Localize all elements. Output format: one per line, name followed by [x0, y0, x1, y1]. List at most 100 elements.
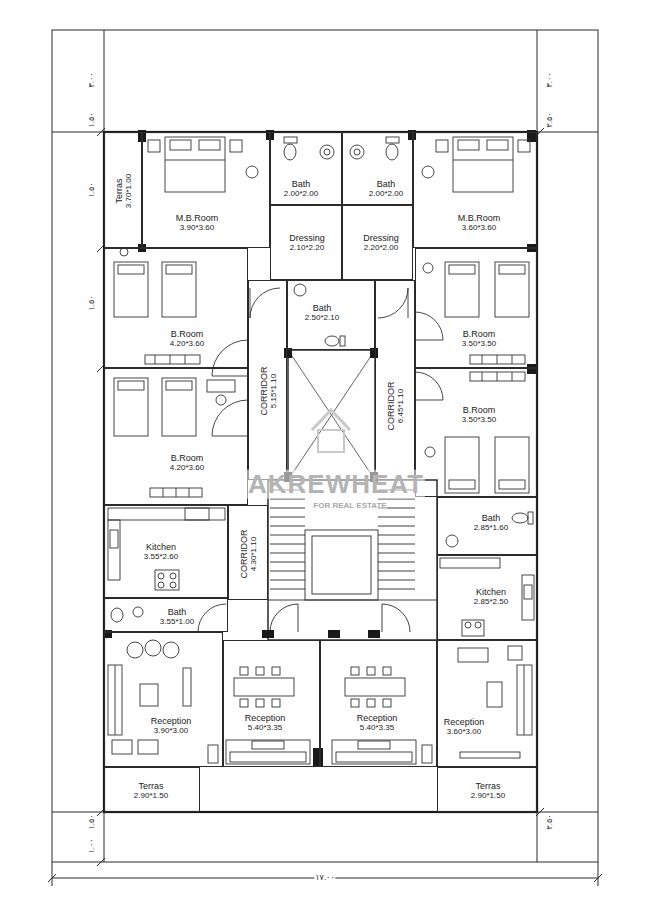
furniture	[189, 488, 190, 497]
columns	[313, 748, 323, 766]
stair-well	[270, 580, 305, 581]
stair-well	[378, 580, 415, 581]
room-size: 3.90*3.00	[151, 727, 192, 736]
furniture	[458, 648, 488, 662]
furniture	[115, 665, 116, 735]
furniture	[324, 149, 330, 155]
furniture	[165, 160, 225, 161]
room-size: 3.55*1.00	[160, 618, 194, 627]
furniture	[465, 622, 471, 628]
stair-well	[378, 544, 415, 545]
stair-well	[378, 499, 415, 500]
furniture	[272, 699, 280, 707]
furniture	[449, 480, 475, 489]
room-name: Reception	[444, 717, 485, 727]
stair-well	[382, 604, 410, 632]
room-label: B.Room3.50*3.50	[461, 329, 497, 349]
room-label: Terras3.70*1.00	[114, 173, 134, 209]
stair-well	[378, 589, 415, 590]
furniture	[512, 372, 513, 381]
furniture	[423, 263, 433, 273]
room-box: B.Room4.20*3.60	[104, 368, 248, 505]
furniture	[415, 400, 443, 401]
furniture	[408, 288, 409, 318]
furniture	[155, 570, 179, 590]
room-box: Bath2.00*2.00	[342, 132, 413, 205]
stair-well	[270, 604, 298, 632]
room-label: B.Room4.20*3.60	[169, 329, 205, 349]
furniture	[118, 381, 144, 390]
furniture	[118, 265, 144, 274]
watermark: AKREWHEAT	[247, 470, 425, 499]
furniture	[114, 262, 148, 317]
room-label: Terras2.90*1.50	[133, 781, 169, 801]
furniture	[138, 740, 158, 754]
furniture	[108, 508, 225, 520]
room-size: 3.50*3.50	[462, 340, 496, 349]
furniture	[351, 667, 359, 675]
furniture	[162, 262, 196, 317]
site-lines	[52, 30, 598, 862]
room-size: 4.20*3.60	[170, 340, 204, 349]
furniture	[462, 620, 484, 636]
room-box: Dressing2.20*2.00	[342, 205, 413, 280]
room-size: 3.50*3.50	[462, 416, 496, 425]
furniture	[240, 699, 248, 707]
furniture	[212, 436, 248, 437]
room-name: B.Room	[170, 329, 204, 339]
room-label: CORRIDOR4.30*1.10	[239, 529, 259, 580]
columns	[368, 630, 380, 638]
furniture	[345, 678, 405, 696]
furniture	[383, 699, 391, 707]
furniture	[436, 140, 448, 152]
room-name: B.Room	[462, 405, 496, 415]
room-name: Bath	[474, 513, 508, 523]
stair-well	[305, 530, 378, 600]
furniture	[199, 140, 220, 150]
room-box: Bath2.85*1.60	[437, 497, 537, 555]
room-box: Bath2.00*2.00	[270, 132, 342, 205]
furniture	[495, 262, 529, 317]
furniture	[522, 575, 534, 620]
room-label: Bath2.85*1.60	[473, 513, 509, 533]
furniture	[518, 140, 530, 152]
furniture	[475, 622, 481, 628]
room-label: B.Room4.20*3.60	[169, 453, 205, 473]
room-box: Terras2.90*1.50	[104, 767, 200, 812]
room-box: M.B.Room3.60*3.60	[413, 132, 537, 248]
furniture	[212, 340, 248, 376]
furniture	[166, 265, 192, 274]
furniture	[460, 752, 520, 758]
room-box: CORRIDOR4.30*1.10	[228, 505, 268, 600]
furniture	[246, 166, 258, 178]
furniture	[108, 665, 122, 735]
room-name: CORRIDOR	[239, 530, 249, 579]
furniture	[185, 355, 186, 364]
dimension-label: ٣.٠٠	[546, 71, 555, 88]
room-size: 3.55*2.60	[144, 553, 178, 562]
furniture	[110, 530, 118, 548]
furniture	[482, 372, 483, 381]
room-box: Dressing2.10*2.20	[270, 205, 342, 280]
furniture	[422, 745, 432, 763]
room-box: CORRIDOR5.15*1.10	[248, 280, 287, 480]
furniture	[163, 488, 164, 497]
furniture	[185, 508, 209, 520]
furniture	[170, 355, 171, 364]
furniture	[422, 166, 434, 178]
site-lines	[598, 862, 599, 886]
room-label: Bath2.50*2.10	[304, 303, 340, 323]
room-box: Kitchen2.85*2.50	[437, 555, 537, 640]
furniture	[252, 741, 284, 749]
furniture	[158, 582, 164, 588]
furniture	[383, 667, 391, 675]
furniture	[284, 137, 297, 143]
room-label: Dressing2.10*2.20	[288, 233, 326, 253]
furniture	[114, 378, 148, 436]
room-name: Dressing	[289, 233, 325, 243]
furniture	[111, 608, 123, 622]
furniture	[528, 512, 533, 524]
room-name: Bath	[160, 607, 194, 617]
dimension-label: ١.٥٠	[88, 294, 97, 311]
room-label: B.Room3.50*3.50	[461, 405, 497, 425]
